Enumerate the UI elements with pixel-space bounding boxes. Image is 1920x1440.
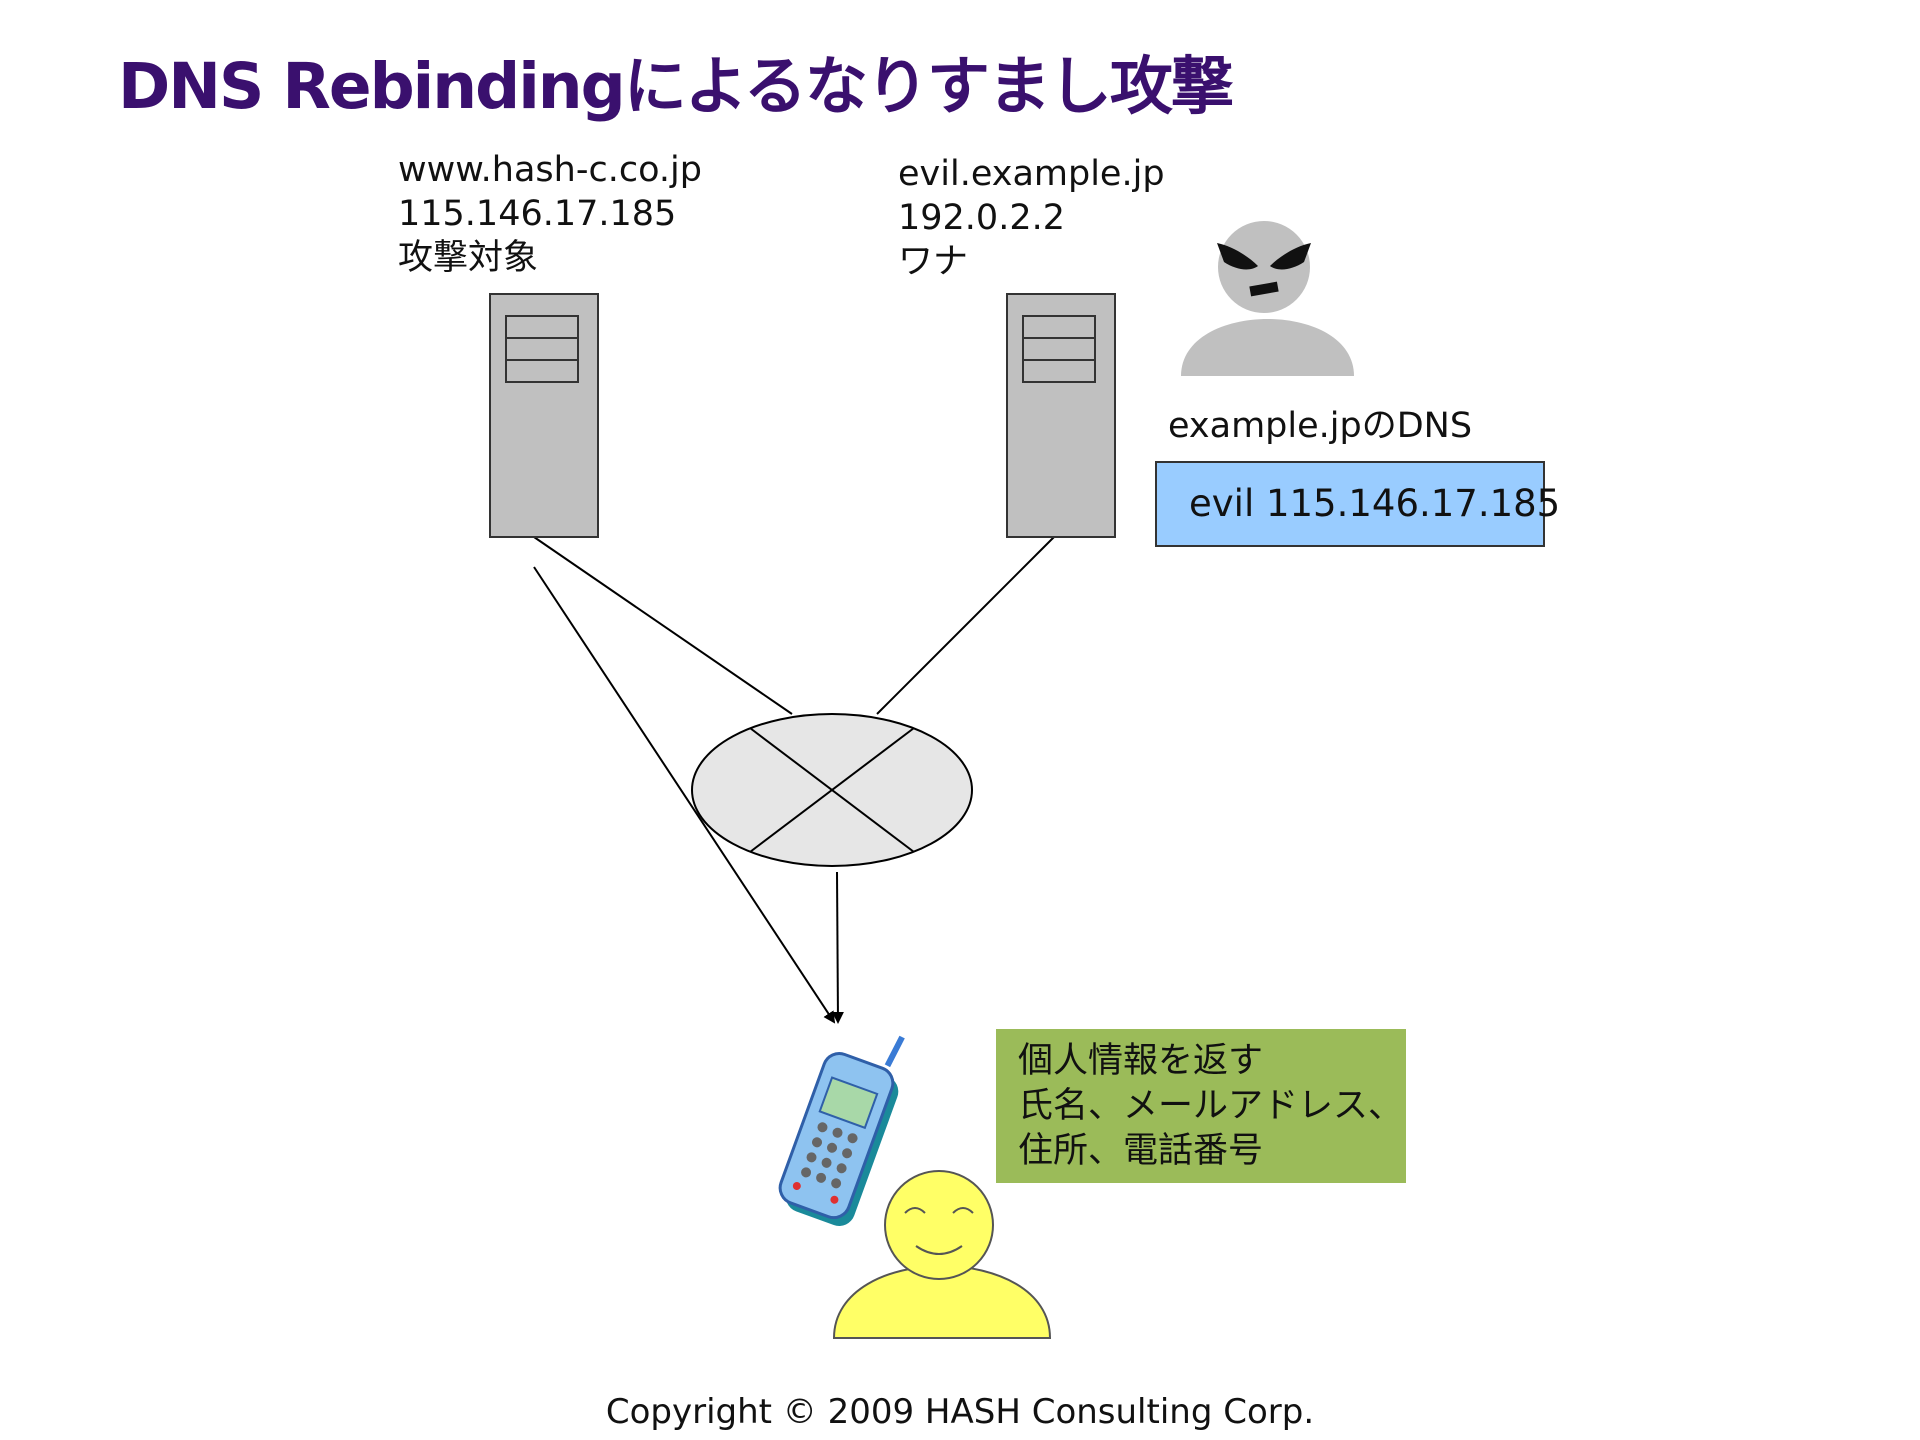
network-links [533, 536, 1055, 1024]
internet-network-icon [691, 713, 973, 867]
user-icon [832, 1170, 1052, 1339]
info-line-1: 個人情報を返す [1018, 1041, 1264, 1081]
target-server-icon [489, 293, 599, 538]
arrow-target-to-phone [533, 566, 836, 1024]
mobile-phone-icon [778, 1035, 905, 1226]
trap-server-host: evil.example.jp [898, 154, 1165, 194]
trap-server-role: ワナ [898, 242, 969, 282]
slide-title: DNS Rebindingによるなりすまし攻撃 [118, 50, 1234, 123]
trap-server-label: evil.example.jp 192.0.2.2 ワナ [898, 152, 1165, 284]
trap-server-ip: 192.0.2.2 [898, 198, 1065, 238]
dns-label: example.jpのDNS [1168, 406, 1473, 446]
link-target-server-to-network [533, 536, 793, 715]
target-server-ip: 115.146.17.185 [398, 194, 677, 234]
info-line-2: 氏名、メールアドレス、 [1018, 1086, 1404, 1126]
arrow-network-to-phone [831, 871, 844, 1024]
target-server-label: www.hash-c.co.jp 115.146.17.185 攻撃対象 [398, 148, 702, 280]
info-line-3: 住所、電話番号 [1018, 1131, 1264, 1171]
personal-info-box: 個人情報を返す 氏名、メールアドレス、 住所、電話番号 [996, 1029, 1406, 1183]
link-trap-server-to-network [876, 536, 1055, 715]
dns-record-box: evil 115.146.17.185 [1155, 461, 1560, 547]
target-server-role: 攻撃対象 [398, 238, 539, 278]
attacker-icon [1181, 221, 1354, 376]
trap-server-icon [1006, 293, 1116, 538]
copyright-footer: Copyright © 2009 HASH Consulting Corp. [605, 1392, 1315, 1432]
target-server-host: www.hash-c.co.jp [398, 150, 702, 190]
